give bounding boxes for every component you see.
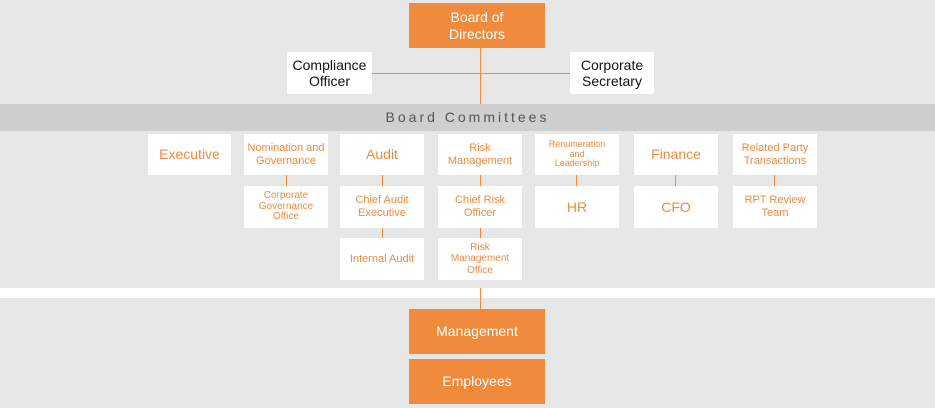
corporate-governance-office-label: Corporate Governance Office: [258, 190, 314, 223]
committee-audit-label: Audit: [366, 146, 398, 163]
compliance-officer-label: Compliance Officer: [292, 56, 367, 89]
chief-risk-officer-label: Chief Risk Officer: [454, 194, 506, 219]
committee-executive-label: Executive: [159, 146, 220, 163]
employees-box: Employees: [409, 359, 545, 404]
cfo-label: CFO: [661, 198, 691, 215]
board-of-directors-box: Board of Directors: [409, 3, 545, 48]
finance-connector: [675, 175, 676, 186]
committee-nomination: Nomination and Governance: [244, 134, 328, 175]
remuneration-connector: [576, 175, 577, 186]
risk-connector: [480, 175, 481, 186]
management-box: Management: [409, 309, 545, 354]
chief-audit-executive-label: Chief Audit Executive: [355, 194, 409, 219]
management-label: Management: [436, 323, 518, 340]
committee-nomination-label: Nomination and Governance: [247, 141, 325, 167]
risk-connector-2: [480, 228, 481, 238]
related-party-connector: [774, 175, 775, 186]
rpt-review-team-label: RPT Review Team: [744, 194, 806, 219]
board-vertical-line: [480, 48, 481, 104]
committee-audit: Audit: [340, 134, 424, 175]
compliance-officer-box: Compliance Officer: [287, 52, 372, 94]
committees-band: [0, 104, 935, 131]
chief-risk-officer-box: Chief Risk Officer: [438, 186, 522, 228]
cfo-box: CFO: [634, 186, 718, 228]
rpt-review-team-box: RPT Review Team: [733, 186, 817, 228]
committee-executive: Executive: [148, 134, 231, 175]
committee-related-party: Related Party Transactions: [733, 134, 817, 175]
corporate-secretary-label: Corporate Secretary: [580, 56, 644, 89]
committee-risk-label: Risk Management: [447, 141, 513, 167]
employees-label: Employees: [442, 373, 512, 390]
board-of-directors-label: Board of Directors: [448, 9, 505, 42]
internal-audit-box: Internal Audit: [340, 238, 424, 280]
committee-related-party-label: Related Party Transactions: [741, 141, 809, 167]
committee-remuneration: Renumeration and Leadership: [535, 134, 619, 175]
committee-remuneration-label: Renumeration and Leadership: [548, 138, 606, 169]
committee-risk: Risk Management: [438, 134, 522, 175]
audit-connector-2: [382, 228, 383, 238]
officer-horizontal-line: [372, 73, 570, 74]
committee-finance: Finance: [634, 134, 718, 175]
corporate-secretary-box: Corporate Secretary: [570, 52, 654, 94]
audit-connector: [382, 175, 383, 186]
management-connector: [480, 288, 481, 309]
divider-band: [0, 288, 935, 298]
internal-audit-label: Internal Audit: [349, 252, 415, 265]
hr-box: HR: [535, 186, 619, 228]
risk-management-office-box: Risk Management Office: [438, 238, 522, 280]
corporate-governance-office-box: Corporate Governance Office: [244, 186, 328, 228]
nomination-connector: [286, 175, 287, 186]
risk-management-office-label: Risk Management Office: [450, 241, 510, 276]
hr-label: HR: [566, 198, 588, 215]
chief-audit-executive-box: Chief Audit Executive: [340, 186, 424, 228]
board-committees-title: Board Committees: [385, 109, 550, 125]
committee-finance-label: Finance: [651, 146, 701, 163]
